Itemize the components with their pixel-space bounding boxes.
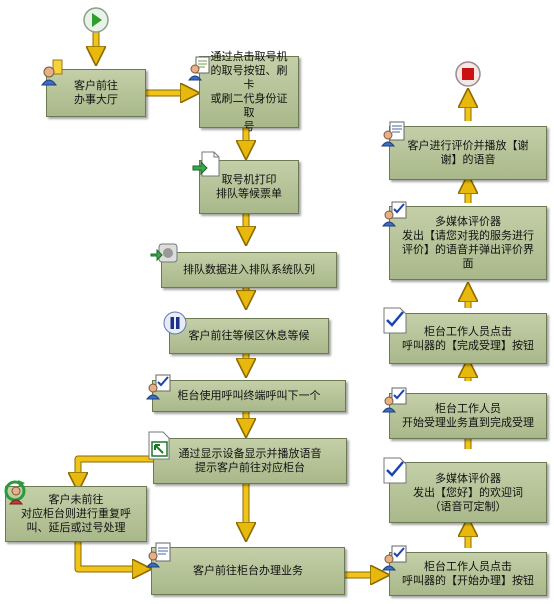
person-document-icon	[381, 121, 405, 147]
node-ask-rate[interactable]: 多媒体评价器 发出【请您对我的服务进行 评价】的语音并弹出评价界 面	[389, 206, 547, 280]
node-take-number[interactable]: 通过点击取号机 的取号按钮、刷卡 或刷二代身份证取 号	[199, 50, 299, 133]
stop-icon[interactable]	[454, 60, 482, 88]
node-enter-queue[interactable]: 排队数据进入排队系统队列	[161, 252, 337, 288]
node-handling[interactable]: 柜台工作人员 开始受理业务直到完成受理	[389, 393, 547, 439]
node-thanks[interactable]: 客户进行评价并播放【谢 谢】的语音	[389, 126, 547, 180]
pause-icon	[163, 311, 187, 335]
node-no-show[interactable]: 客户未前往 对应柜台则进行重复呼 叫、延后或过号处理	[5, 486, 147, 542]
person-document-icon	[188, 56, 210, 81]
display-arrow-icon	[148, 431, 170, 460]
start-icon[interactable]	[82, 6, 110, 34]
node-start-handling[interactable]: 柜台工作人员点击 呼叫器的【开始办理】按钮	[389, 552, 547, 596]
user-check-icon	[381, 545, 407, 571]
node-call-next[interactable]: 柜台使用呼叫终端呼叫下一个	[152, 380, 346, 412]
checklist-icon	[383, 307, 407, 334]
person-list-icon	[145, 542, 171, 568]
queue-device-icon	[150, 243, 178, 263]
node-display-voice[interactable]: 通过显示设备显示并播放语音 提示客户前往对应柜台	[153, 438, 347, 484]
document-arrow-icon	[192, 151, 220, 177]
node-wait-area[interactable]: 客户前往等候区休息等候	[169, 318, 329, 354]
person-icon	[41, 59, 63, 86]
user-check-icon	[381, 201, 407, 227]
node-welcome[interactable]: 多媒体评价器 发出【您好】的欢迎词 （语音可定制）	[389, 462, 547, 523]
user-check-icon	[381, 387, 407, 413]
node-complete[interactable]: 柜台工作人员点击 呼叫器的【完成受理】按钮	[389, 313, 547, 364]
refresh-person-icon	[4, 480, 26, 505]
node-go-counter[interactable]: 客户前往柜台办理业务	[151, 547, 345, 595]
checklist-icon	[383, 457, 407, 484]
arrow-display-noshow	[78, 456, 153, 486]
arrow-noshow-counter	[75, 542, 146, 569]
node-go-to-hall[interactable]: 客户前往 办事大厅	[46, 69, 146, 117]
user-check-icon	[145, 374, 171, 400]
